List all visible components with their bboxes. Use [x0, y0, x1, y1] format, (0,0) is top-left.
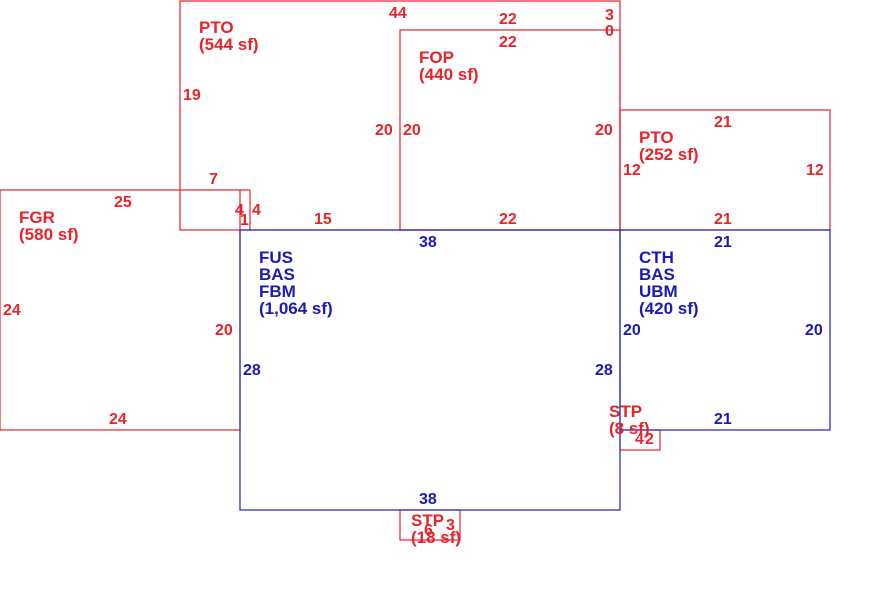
stp-bottom-dim-a: 6 — [424, 522, 433, 539]
fop-area: (440 sf) — [419, 65, 479, 84]
pto-right-code: PTO — [639, 128, 674, 147]
pto-right-dim-right: 12 — [806, 162, 824, 179]
fus-code-3: FBM — [259, 282, 296, 301]
fop-code: FOP — [419, 48, 454, 67]
fgr-dim-top: 25 — [114, 194, 132, 211]
pto-top-code: PTO — [199, 18, 234, 37]
pto-top-dim-side-a: 4 — [235, 202, 244, 219]
pto-top-area: (544 sf) — [199, 35, 259, 54]
cth-dim-bottom: 21 — [714, 411, 732, 428]
fus-dim-bottom: 38 — [419, 491, 437, 508]
cth-outline — [619, 229, 831, 431]
pto-right-dim-top: 21 — [714, 114, 732, 131]
stp-bottom-dim-b: 3 — [446, 517, 455, 534]
fop-dim-top-b: 22 — [499, 34, 517, 51]
fus-dim-right: 28 — [595, 362, 613, 379]
stp-bottom-code: STP — [411, 511, 444, 530]
pto-top-dim-side-b: 1 — [240, 212, 249, 229]
fus-dim-left: 28 — [243, 362, 261, 379]
stp-right-dim-b: 2 — [645, 431, 654, 448]
pto-top-dim-right: 20 — [375, 122, 393, 139]
fus-outline — [239, 229, 621, 511]
fus-dim-top: 38 — [419, 234, 437, 251]
fus-code-2: BAS — [259, 265, 295, 284]
fgr-dim-left: 24 — [3, 302, 21, 319]
pto-top-dim-top: 44 — [389, 5, 407, 22]
cth-code-1: CTH — [639, 248, 674, 267]
stp-right-area: (8 sf) — [609, 419, 650, 438]
fop-dim-right: 20 — [595, 122, 613, 139]
pto-right-dim-bottom: 21 — [714, 211, 732, 228]
cth-dim-top: 21 — [714, 234, 732, 251]
fgr-area: (580 sf) — [19, 225, 79, 244]
pto-top-dim-bottom-left: 7 — [209, 171, 218, 188]
cth-area: (420 sf) — [639, 299, 699, 318]
pto-top-dim-left: 19 — [183, 87, 201, 104]
pto-right-area: (252 sf) — [639, 145, 699, 164]
pto-top-dim-bottom: 15 — [314, 211, 332, 228]
fus-area: (1,064 sf) — [259, 299, 333, 318]
stp-right-dim-a: 4 — [635, 431, 644, 448]
fop-dim-bottom: 22 — [499, 211, 517, 228]
stp-right-code: STP — [609, 402, 642, 421]
fop-dim-top-a: 22 — [499, 11, 517, 28]
cth-dim-left: 20 — [623, 322, 641, 339]
fus-code-1: FUS — [259, 248, 293, 267]
pto-top-dim-corner-b: 0 — [605, 23, 614, 40]
stp-bottom-area: (18 sf) — [411, 528, 461, 547]
pto-right-dim-left: 12 — [623, 162, 641, 179]
fgr-code: FGR — [19, 208, 55, 227]
pto-top-dim-corner-a: 3 — [605, 7, 614, 24]
fgr-dim-right: 20 — [215, 322, 233, 339]
fgr-dim-side: 4 — [252, 202, 261, 219]
cth-code-2: BAS — [639, 265, 675, 284]
cth-code-3: UBM — [639, 282, 678, 301]
cth-dim-right: 20 — [805, 322, 823, 339]
fgr-dim-bottom: 24 — [109, 411, 127, 428]
fop-dim-left: 20 — [403, 122, 421, 139]
